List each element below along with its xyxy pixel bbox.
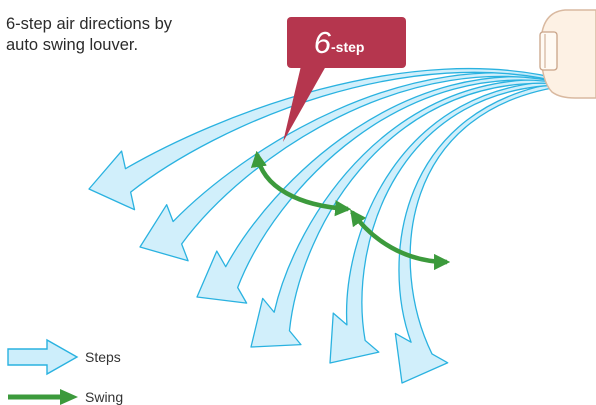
description-line-2: auto swing louver.	[6, 36, 139, 54]
badge-number: 6	[314, 25, 332, 60]
legend-steps-icon	[7, 338, 79, 376]
air-conditioner-unit-icon	[539, 9, 596, 99]
description-text: 6-step air directions by auto swing louv…	[6, 14, 172, 56]
airflow-step-6	[394, 80, 573, 384]
airflow-step-5	[329, 80, 573, 364]
airflow-step-3	[196, 75, 573, 304]
airflow-step-2	[139, 72, 573, 262]
swing-arrow-lower	[350, 209, 451, 271]
airflow-step-1	[88, 68, 573, 211]
airflow-step-4	[250, 78, 573, 348]
swing-arrow-upper	[250, 150, 352, 217]
legend-swing-arrowhead	[60, 389, 78, 405]
description-line-1: 6-step air directions by	[6, 15, 172, 33]
airflow-arrows	[88, 68, 573, 384]
step-badge: 6 -step	[283, 17, 406, 142]
legend-steps-label: Steps	[85, 349, 121, 365]
legend-swing-label: Swing	[85, 389, 124, 405]
badge-suffix: -step	[331, 39, 364, 55]
